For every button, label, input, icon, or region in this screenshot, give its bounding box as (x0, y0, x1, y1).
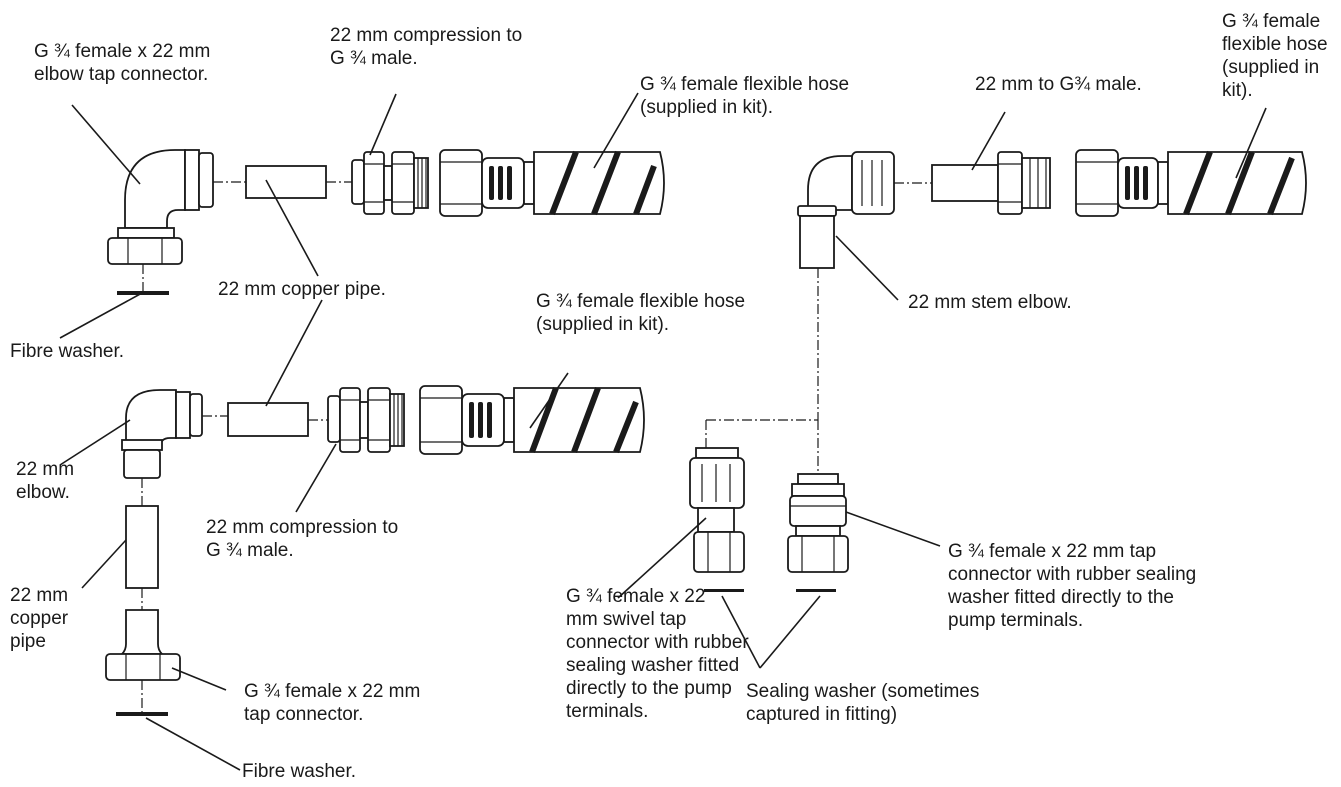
label-stem-elbow: 22 mm stem elbow. (908, 292, 1072, 313)
flexible-hose-drawing (439, 149, 665, 217)
tap-connector-pump-drawing (787, 473, 849, 573)
pipe-stub-drawing (931, 164, 999, 202)
sealing-washer-drawing (796, 589, 836, 592)
elbow-22mm-drawing (121, 389, 203, 479)
label-copper-pipe: 22 mm copper pipe. (218, 279, 386, 300)
compression-fitting-drawing (351, 151, 429, 215)
flexible-hose-drawing (419, 385, 645, 455)
leader-lines (59, 92, 1267, 771)
label-tap-connector-right: G ¾ female x 22 mm tap connector with ru… (948, 541, 1197, 631)
copper-pipe-vertical-drawing (125, 505, 159, 589)
label-22mm-to-g34-male: 22 mm to G¾ male. (975, 74, 1142, 95)
label-elbow-tap-connector: G ¾ female x 22 mm elbow tap connector. (34, 41, 211, 85)
label-hose-top: G ¾ female flexible hose (supplied in ki… (640, 74, 850, 118)
label-compression-middle: 22 mm compression to G ¾ male. (206, 517, 399, 561)
elbow-tap-connector-drawing (107, 149, 214, 265)
sealing-washer-drawing (704, 589, 744, 592)
fibre-washer-drawing (117, 291, 169, 295)
label-tap-connector-bottom: G ¾ female x 22 mm tap connector. (244, 681, 421, 725)
label-copper-pipe-vertical: 22 mm copper pipe (10, 585, 69, 652)
label-22mm-elbow: 22 mm elbow. (16, 459, 75, 503)
fibre-washer-drawing (116, 712, 168, 716)
label-fibre-washer-top: Fibre washer. (10, 341, 125, 362)
label-hose-middle: G ¾ female flexible hose (supplied in ki… (536, 291, 746, 335)
stem-elbow-drawing (797, 151, 895, 269)
copper-pipe-drawing (227, 402, 309, 437)
label-sealing-washer: Sealing washer (sometimes captured in fi… (746, 681, 980, 725)
label-compression-top: 22 mm compression to G ¾ male. (330, 25, 523, 69)
flexible-hose-drawing (1075, 149, 1307, 217)
male-adapter-drawing (997, 151, 1051, 215)
compression-fitting-drawing (327, 387, 405, 453)
label-hose-right: G ¾ female flexible hose (supplied in ki… (1222, 11, 1328, 101)
copper-pipe-drawing (245, 165, 327, 199)
label-swivel-tap-connector: G ¾ female x 22 mm swivel tap connector … (566, 586, 749, 722)
swivel-tap-connector-drawing (689, 447, 745, 573)
tap-connector-drawing (105, 609, 181, 681)
label-fibre-washer-bottom: Fibre washer. (242, 761, 357, 782)
